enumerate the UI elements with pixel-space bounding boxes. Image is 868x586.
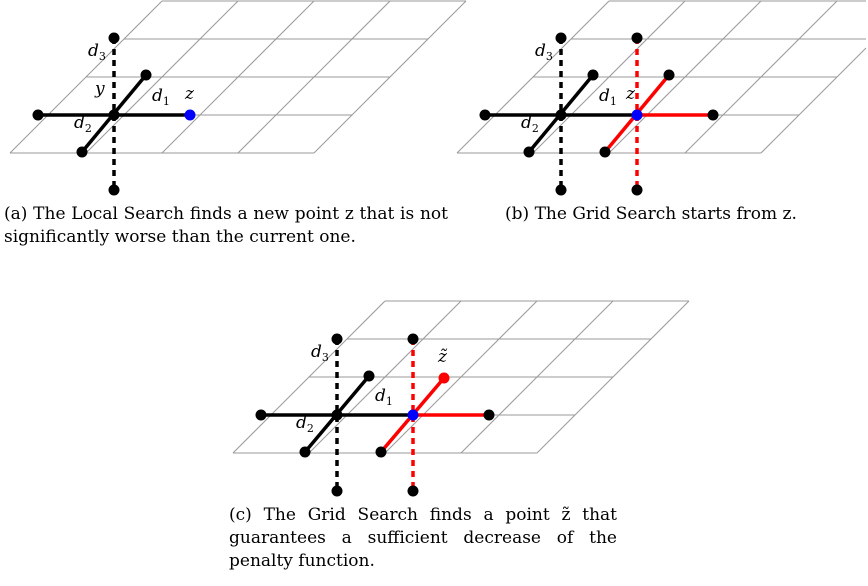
panel-b-point-bottom (555, 184, 567, 196)
panel-c-point-left (255, 409, 267, 421)
panel-a-point-lower-left (76, 146, 88, 158)
panel-c-point-z (407, 409, 419, 421)
panel-b-point-z (631, 109, 643, 121)
panel-c-point-top (331, 333, 343, 345)
panel-c-label-d3: d3 (311, 342, 329, 364)
panel-b-point-center (555, 109, 567, 121)
panel-a-point-top (108, 32, 120, 44)
panel-c-point-bottom (331, 485, 343, 497)
caption-c: (c) The Grid Search finds a point z̃ tha… (229, 504, 617, 573)
panel-b-label-d3: d3 (535, 41, 553, 63)
panel-a-label-d3: d3 (88, 41, 106, 63)
panel-c-point-lower-left (299, 446, 311, 458)
caption-c-label: (c) (229, 505, 252, 525)
panel-a-label-z: z (184, 84, 195, 104)
panel-a-point-left (32, 109, 44, 121)
panel-c-label-d1: d1 (375, 386, 393, 408)
panel-b-point-left (479, 109, 491, 121)
panel-b-red-point-top (631, 32, 643, 44)
panel-b-red-point-lower-left (599, 146, 611, 158)
panel-b-red-point-right (707, 109, 719, 121)
caption-b-text: The Grid Search starts from z. (534, 204, 797, 224)
panel-c-point-upper-right (363, 370, 375, 382)
panel-b-point-upper-right (587, 69, 599, 81)
panel-c-red-point-right (483, 409, 495, 421)
caption-a: (a) The Local Search finds a new point z… (4, 203, 448, 249)
panel-a-point-z (184, 109, 196, 121)
caption-a-label: (a) (4, 204, 28, 224)
panel-a-point-upper-right (140, 69, 152, 81)
panel-b-grid (456, 0, 867, 154)
panel-c-diagram: d3 d1 d2 z̃ (232, 300, 690, 497)
caption-b-label: (b) (505, 204, 530, 224)
panel-c-red-point-top (407, 333, 419, 345)
panel-b-diagram: d3 d1 d2 z (456, 0, 867, 196)
panel-c-red-point-bottom (407, 485, 419, 497)
panel-c-point-center (331, 409, 343, 421)
caption-b: (b) The Grid Search starts from z. (505, 203, 845, 226)
panel-b-label-d1: d1 (599, 86, 617, 108)
panel-b-point-top (555, 32, 567, 44)
panel-a-point-bottom (108, 184, 120, 196)
panel-a-label-d1: d1 (152, 86, 170, 108)
panel-c-point-ztilde (438, 372, 450, 384)
panel-b-red-point-upper-right (663, 69, 675, 81)
caption-a-text: The Local Search finds a new point z tha… (4, 204, 448, 247)
panel-a-point-center (108, 109, 120, 121)
panel-b-label-z: z (625, 84, 636, 104)
panel-b-red-point-bottom (631, 184, 643, 196)
panel-b-point-lower-left (523, 146, 535, 158)
caption-c-text: The Grid Search finds a point z̃ that gu… (229, 505, 617, 571)
panel-c-red-point-lower-left (375, 446, 387, 458)
panel-c-label-ztilde: z̃ (437, 347, 448, 367)
panel-a-diagram: d3 y d1 d2 z (9, 0, 467, 196)
panel-a-label-y: y (94, 79, 105, 99)
